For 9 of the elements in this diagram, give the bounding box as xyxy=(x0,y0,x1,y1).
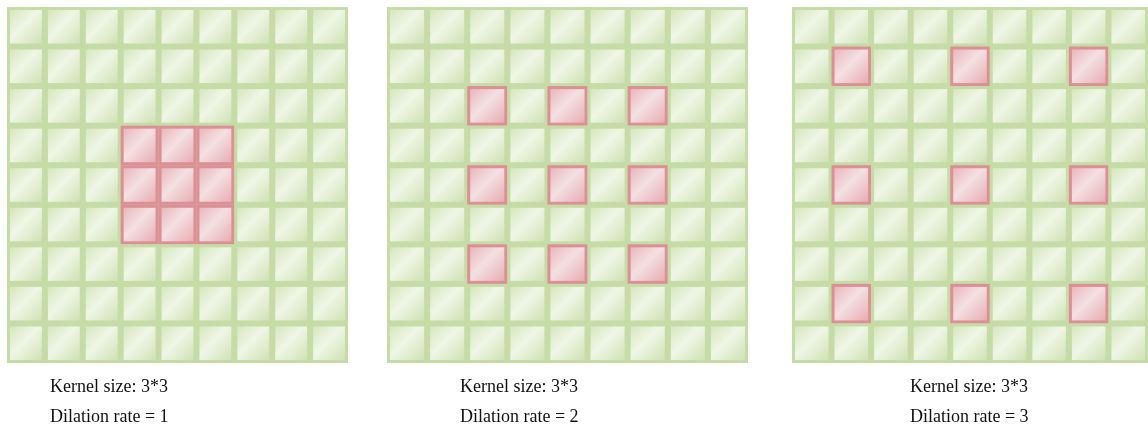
caption-text: Dilation rate = 2 xyxy=(460,405,579,427)
caption-text: Dilation rate = 3 xyxy=(910,405,1029,427)
caption-text: Kernel size: 3*3 xyxy=(460,375,578,397)
caption-text: Kernel size: 3*3 xyxy=(910,375,1028,397)
caption-text: Dilation rate = 1 xyxy=(50,405,169,427)
grid-drawing xyxy=(792,7,1148,363)
grid-drawing xyxy=(7,7,348,363)
grid-drawing xyxy=(387,7,748,363)
caption-text: Kernel size: 3*3 xyxy=(50,375,168,397)
